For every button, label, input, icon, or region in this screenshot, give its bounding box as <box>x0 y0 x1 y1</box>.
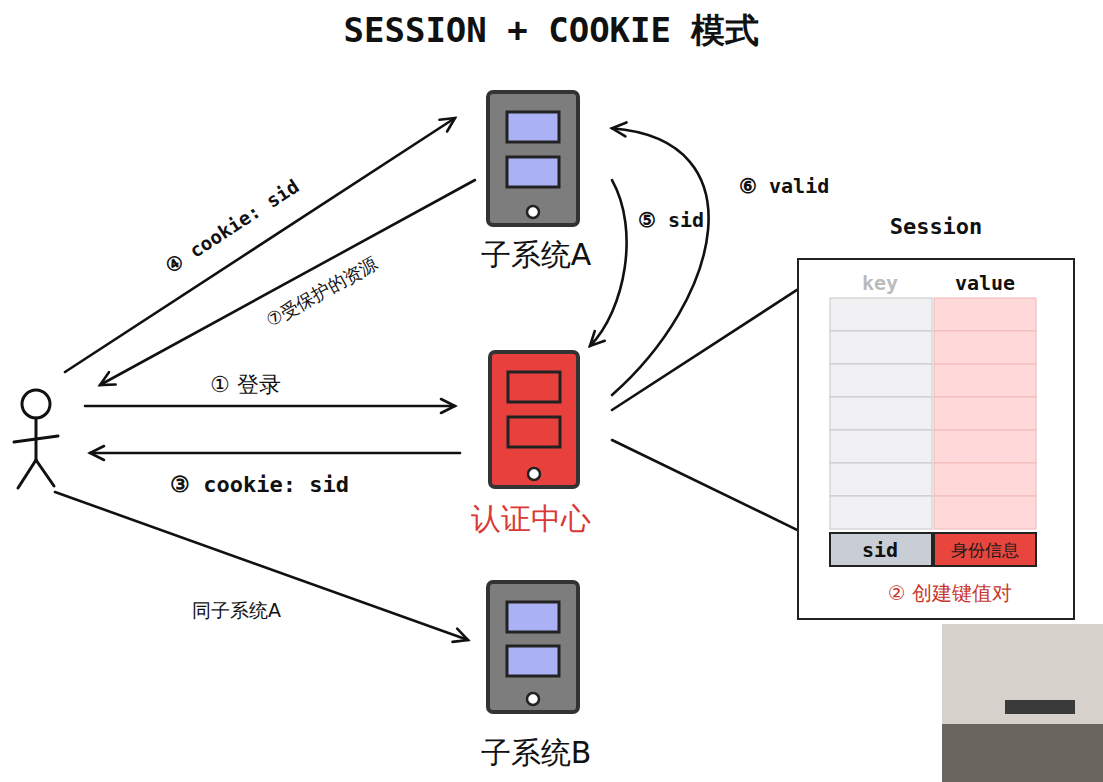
user-figure <box>14 390 58 488</box>
phone-icon <box>488 92 578 225</box>
connector <box>612 290 797 410</box>
flow-step-label: ① 登录 <box>210 370 281 400</box>
node-label: Session <box>890 214 983 239</box>
node-label: 认证中心 <box>471 499 591 540</box>
connector-line <box>612 128 709 395</box>
subsystem-node: 子系统A <box>460 88 612 280</box>
webcam-overlay <box>942 624 1103 782</box>
phone-icon <box>488 582 578 712</box>
subsystem-node: 子系统B <box>460 578 612 778</box>
session-table <box>830 298 1036 566</box>
node-label: 子系统A <box>481 235 592 276</box>
edge-label: ⑥ valid <box>737 174 831 198</box>
connector-line <box>590 180 627 346</box>
auth-center-node: 认证中心 <box>450 346 612 546</box>
table-cell: sid <box>862 538 898 562</box>
connector <box>590 180 627 346</box>
connector <box>612 128 709 395</box>
table-cell: 身份信息 <box>951 539 1019 562</box>
flow-step-label: ③ cookie: sid <box>170 472 349 497</box>
connector <box>612 440 797 530</box>
flow-note: 同子系统A <box>192 598 281 624</box>
session-frame <box>797 258 1075 620</box>
table-header: value <box>955 271 1015 295</box>
session-store: Session <box>797 210 1075 620</box>
step-caption: ② 创建键值对 <box>888 580 1012 607</box>
diagram-title: SESSION + COOKIE 模式 <box>0 8 1103 54</box>
phone-icon <box>490 352 578 487</box>
table-header: key <box>862 271 898 295</box>
connector-line <box>612 440 797 530</box>
user-arrows <box>55 118 475 640</box>
node-label: 子系统B <box>481 733 592 774</box>
edge-label: ⑤ sid <box>636 208 706 232</box>
connector-line <box>612 290 797 410</box>
